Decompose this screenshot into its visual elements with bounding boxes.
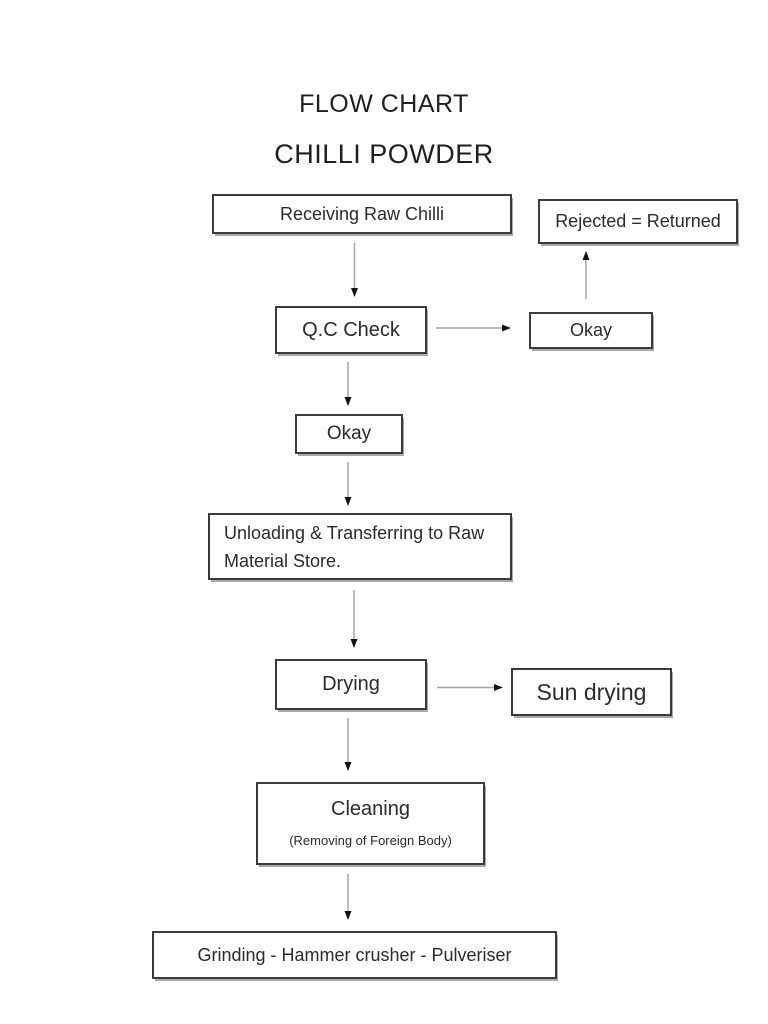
node-qc-check: Q.C Check (275, 306, 427, 354)
page-subtitle: CHILLI POWDER (274, 139, 494, 169)
node-okay-branch: Okay (529, 312, 653, 349)
node-label: Q.C Check (302, 318, 400, 341)
node-sun-drying: Sun drying (511, 668, 672, 716)
node-label: Drying (322, 673, 380, 695)
node-label: Okay (569, 320, 612, 341)
node-receiving-raw-chilli: Receiving Raw Chilli (212, 194, 512, 234)
node-unloading-transferring: Unloading & Transferring to Raw Material… (208, 513, 512, 580)
node-label: Unloading & Transferring to Raw Material… (224, 522, 485, 571)
page-title: FLOW CHART (299, 90, 469, 118)
node-sublabel: (Removing of Foreign Body) (289, 833, 452, 849)
node-label: Cleaning (331, 798, 410, 821)
node-label: Rejected = Returned (555, 211, 721, 232)
node-label: Sun drying (536, 678, 647, 705)
node-label: Grinding - Hammer crusher - Pulveriser (197, 944, 512, 965)
node-drying: Drying (275, 659, 427, 710)
node-label: Okay (326, 423, 372, 445)
node-cleaning: Cleaning (Removing of Foreign Body) (256, 782, 485, 865)
node-label: Receiving Raw Chilli (279, 203, 445, 224)
node-okay-main: Okay (295, 414, 403, 454)
node-rejected-returned: Rejected = Returned (538, 199, 738, 244)
node-grinding-hammer-pulveriser: Grinding - Hammer crusher - Pulveriser (152, 931, 557, 979)
